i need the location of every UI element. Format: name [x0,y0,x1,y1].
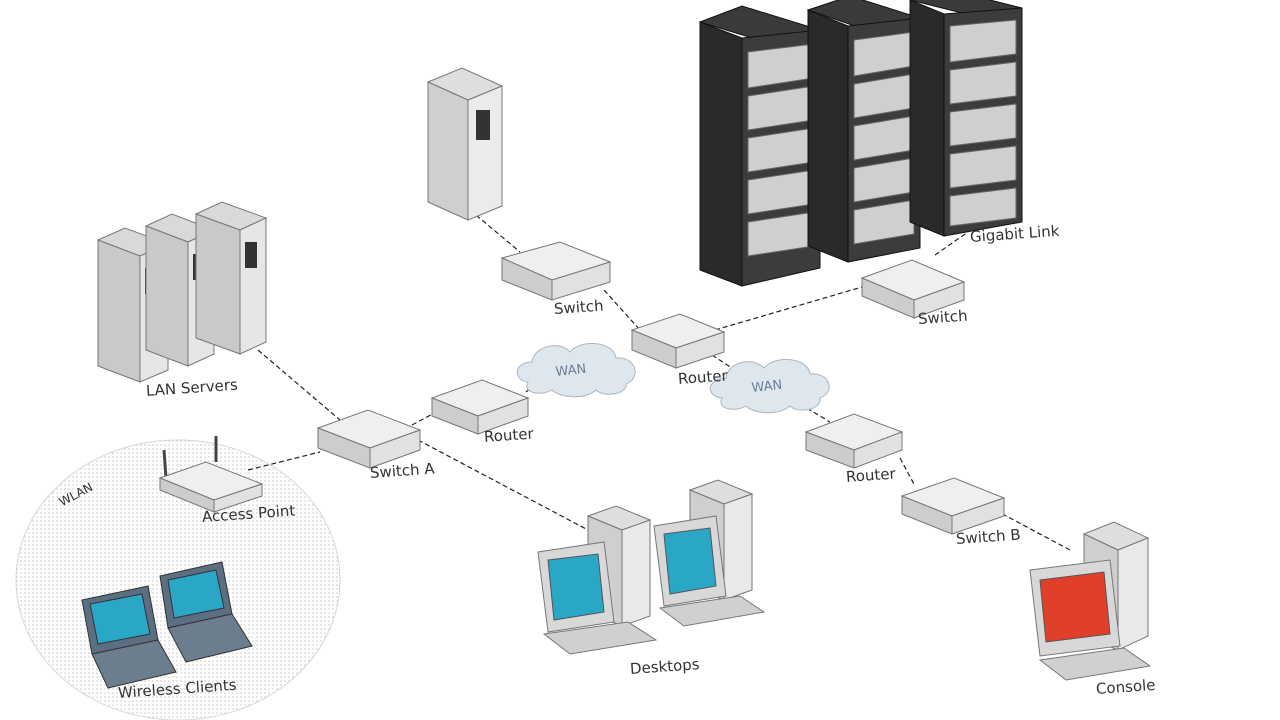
link-wanright-routerright [799,403,831,423]
link-switchb-console [994,509,1071,551]
link-router-switchright [714,286,863,331]
wan-cloud-right-icon [710,358,830,414]
router-right-label: Router [845,464,897,486]
tower-server-icon [426,67,504,221]
console-icon [1029,521,1152,681]
router-right-icon [804,413,904,469]
lan-servers-icon [96,201,268,383]
wan-cloud-left-icon [516,342,636,398]
wan-left-label: WAN [555,362,587,380]
switch-right-icon [860,259,966,319]
router-center-label: Router [677,366,729,388]
link-racks-switchright [934,231,969,256]
desktops-icon [537,479,766,655]
link-switcha-desktops [417,439,589,531]
router-left-label: Router [483,424,535,446]
switch-a-icon [316,409,422,469]
switch-b-icon [900,477,1006,535]
switch-top-icon [500,241,612,301]
connection-lines [247,209,1071,551]
link-routerright-switchb [899,457,916,487]
switch-top-label: Switch [553,296,605,318]
access-point-icon [158,436,264,513]
link-servers-switcha [257,349,341,421]
wireless-clients-icon [81,561,253,689]
router-left-icon [430,379,530,435]
wan-right-label: WAN [751,378,783,396]
switch-right-label: Switch [917,306,969,328]
link-ap-switcha [247,451,321,471]
router-center-icon [630,313,726,369]
link-server-switchtop [469,209,521,253]
server-racks-icon [698,0,1023,287]
link-switchtop-router [603,289,641,331]
